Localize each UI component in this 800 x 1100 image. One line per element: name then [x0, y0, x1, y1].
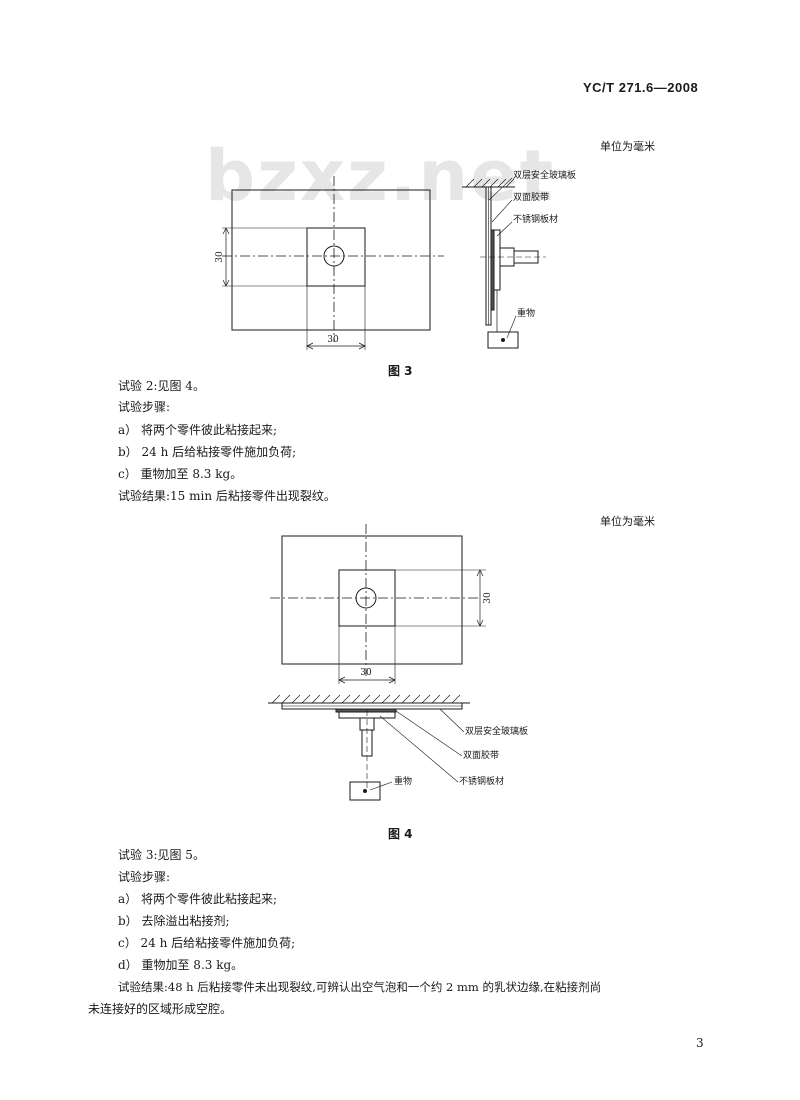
fig3-label-tape: 双面胶带 [513, 191, 549, 203]
fig3-unit-note: 单位为毫米 [600, 140, 655, 153]
fig3-label-weight: 重物 [517, 307, 535, 319]
figure-3-drawing: 30 30 双层安全玻璃板 双面胶带 不锈钢板材 重物 [215, 169, 576, 350]
test3-intro: 试验 3:见图 5。 [118, 848, 205, 862]
test3-result-line2: 未连接好的区域形成空腔。 [88, 1002, 233, 1016]
test3-step-b: b） 去除溢出粘接剂; [118, 914, 230, 928]
fig3-dim-v: 30 [215, 251, 225, 263]
standard-code: YC/T 271.6—2008 [583, 80, 699, 95]
fig4-dim-v: 30 [483, 592, 493, 604]
fig3-weight [487, 331, 519, 349]
test2-intro: 试验 2:见图 4。 [118, 379, 205, 393]
fig3-label-steel: 不锈钢板材 [513, 213, 558, 225]
watermark: bzxz.net [205, 135, 556, 217]
test3-step-c: c） 24 h 后给粘接零件施加负荷; [118, 936, 296, 950]
fig4-weight [349, 781, 381, 801]
fig4-glass-plate [281, 535, 463, 665]
fig3-caption: 图 3 [388, 364, 413, 378]
fig4-label-glass: 双层安全玻璃板 [465, 725, 528, 737]
figure-4-drawing: 30 30 双层安全玻璃板 双面胶带 不锈钢板材 重物 [268, 524, 528, 801]
test2-step-a: a） 将两个零件彼此粘接起来; [118, 423, 278, 437]
fig3-glass-plate [231, 189, 431, 331]
fig4-unit-note: 单位为毫米 [600, 515, 655, 528]
test3-steps-title: 试验步骤: [118, 870, 171, 884]
fig4-caption: 图 4 [388, 827, 413, 841]
fig4-label-tape: 双面胶带 [463, 749, 499, 761]
test2-steps-title: 试验步骤: [118, 400, 171, 414]
page-number: 3 [696, 1036, 704, 1050]
fig3-steel-square [306, 227, 366, 287]
fig4-dim-h: 30 [360, 668, 372, 678]
test3-step-a: a） 将两个零件彼此粘接起来; [118, 892, 278, 906]
fig3-side-steel [493, 229, 501, 291]
fig3-label-glass: 双层安全玻璃板 [513, 169, 576, 181]
fig4-label-steel: 不锈钢板材 [459, 775, 504, 787]
test2-step-c: c） 重物加至 8.3 kg。 [118, 467, 243, 481]
fig3-dim-h: 30 [327, 335, 339, 345]
test3-step-d: d） 重物加至 8.3 kg。 [118, 958, 244, 972]
fig4-label-weight: 重物 [394, 775, 412, 787]
test2-step-b: b） 24 h 后给粘接零件施加负荷; [118, 445, 297, 459]
test3-result-line1: 试验结果:48 h 后粘接零件未出现裂纹,可辨认出空气泡和一个约 2 mm 的乳… [118, 980, 602, 994]
test2-result: 试验结果:15 min 后粘接零件出现裂纹。 [118, 489, 336, 503]
